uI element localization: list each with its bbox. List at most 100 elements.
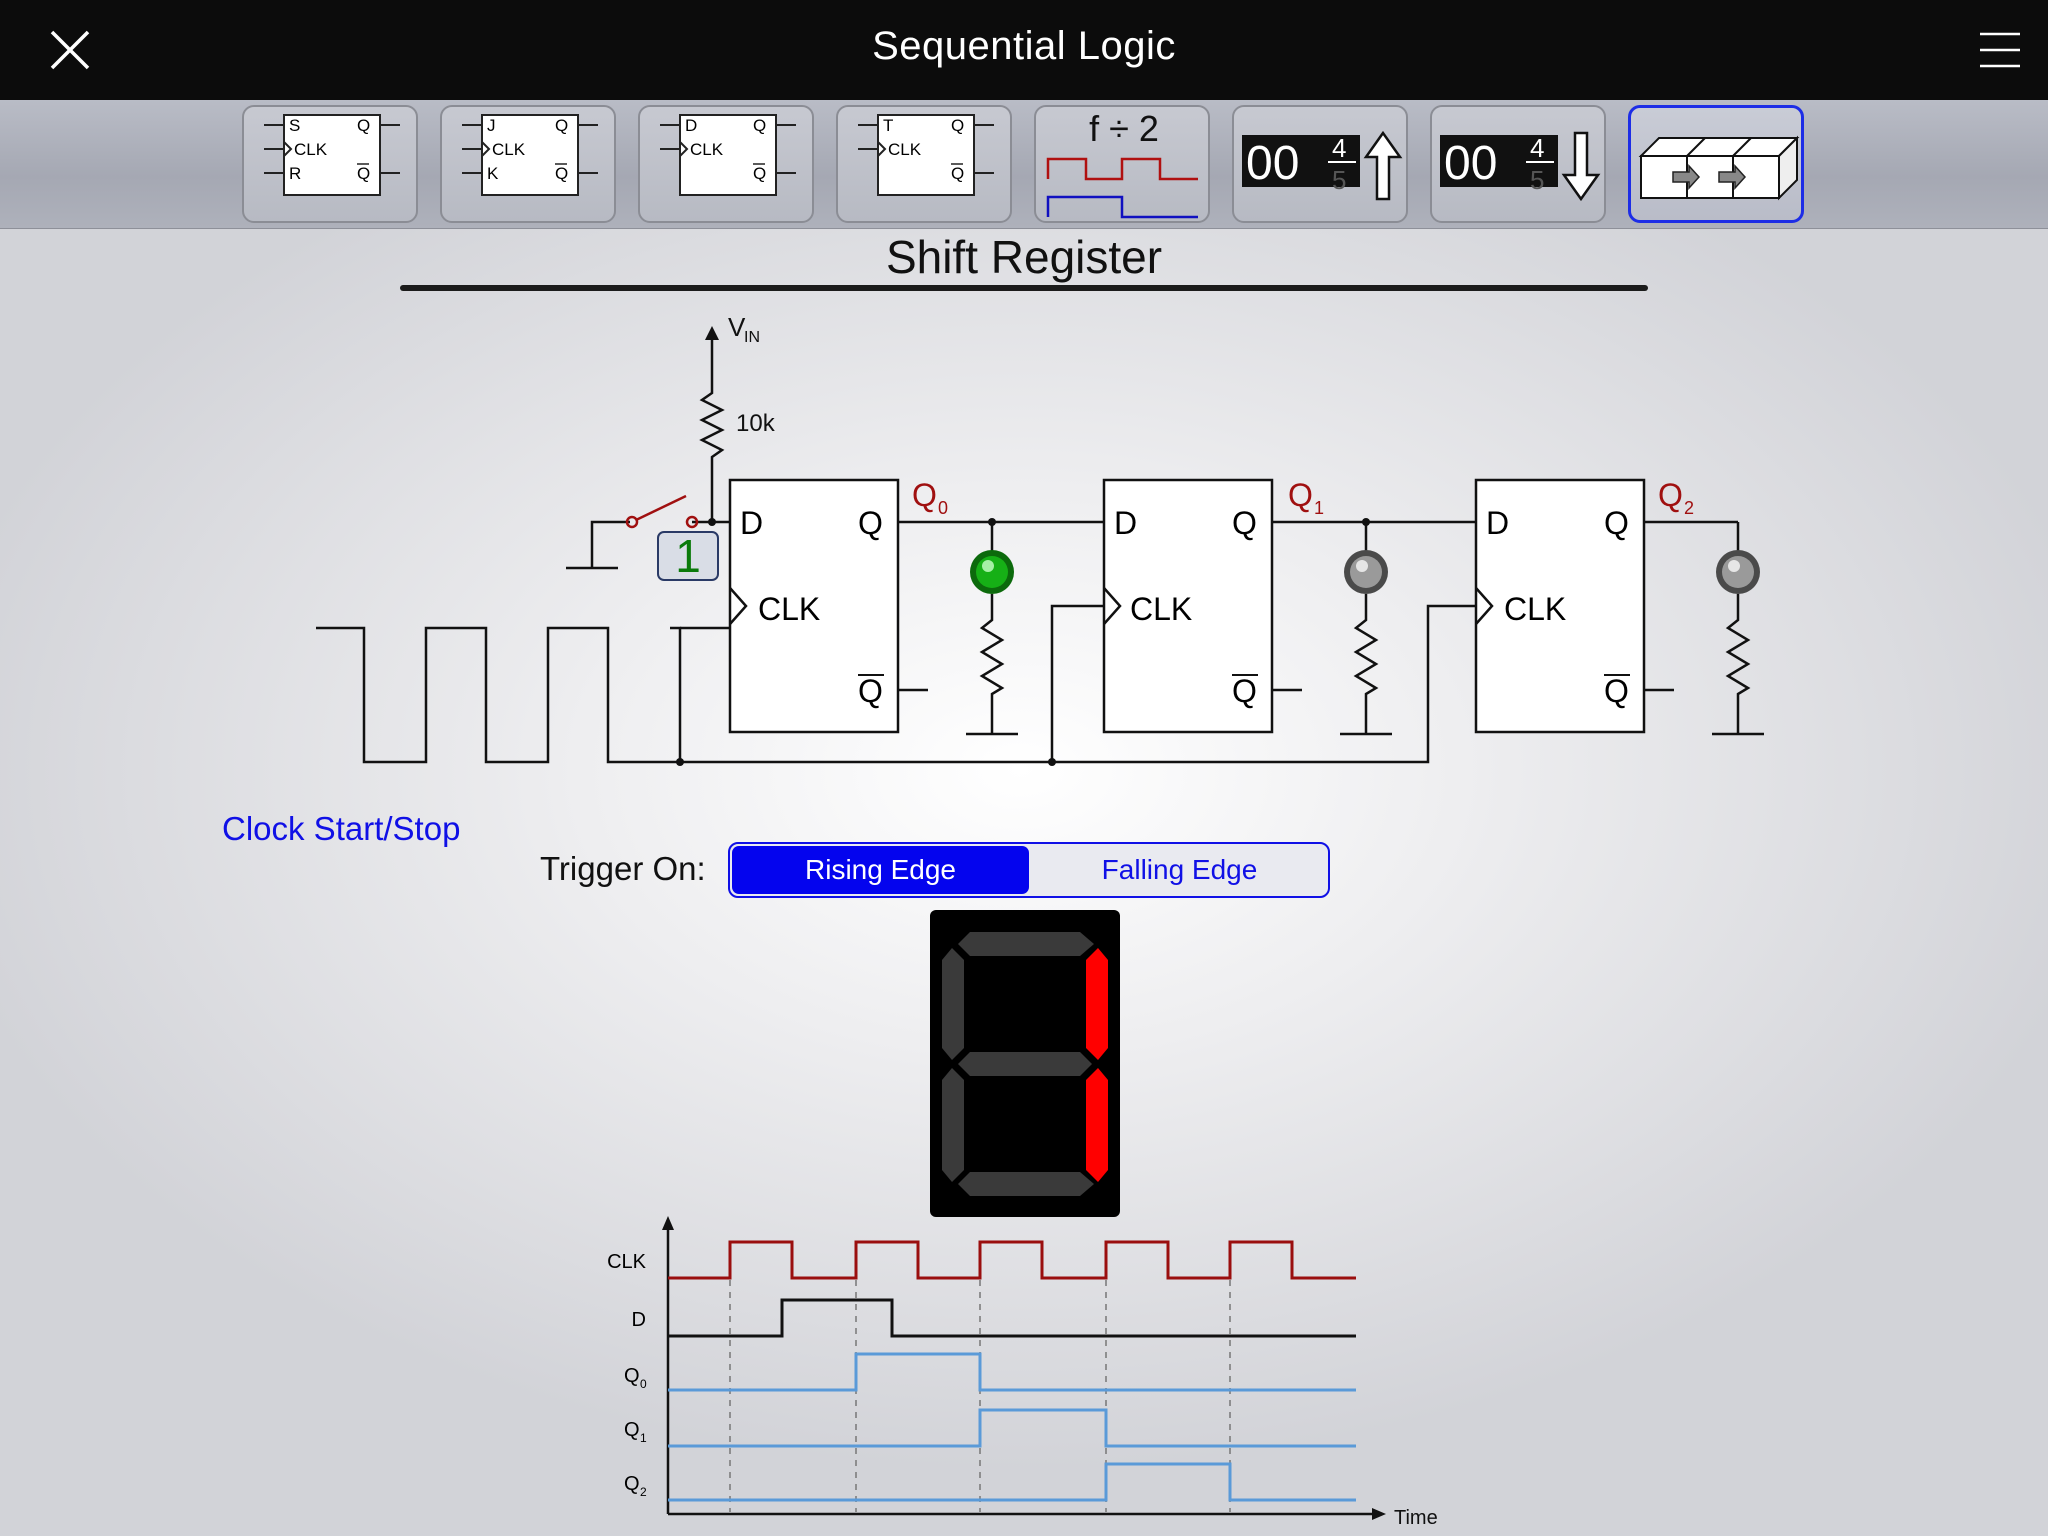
up-counter-digits: 00 [1246, 137, 1299, 190]
input-switch[interactable] [566, 494, 699, 570]
t-qbar-label: Q [951, 164, 964, 183]
trigger-falling-edge[interactable]: Falling Edge [1101, 854, 1258, 885]
jk-qbar-label: Q [555, 164, 568, 183]
app-title: Sequential Logic [872, 24, 1176, 68]
jk-flip-flop-button[interactable]: J CLK K Q Q [440, 105, 616, 223]
segment-g [958, 1052, 1092, 1076]
freq-divider-label: f ÷ 2 [1089, 108, 1159, 149]
segment-e [942, 1068, 964, 1182]
led-q2 [1716, 550, 1760, 594]
sr-clk-label: CLK [294, 140, 328, 159]
q0-output-subscript: 0 [938, 498, 948, 518]
timing-label-q0: Q [624, 1365, 640, 1387]
ff2-d-label: D [1486, 505, 1509, 541]
timing-trace-q1 [668, 1408, 1356, 1448]
q1-output-subscript: 1 [1314, 498, 1324, 518]
ff0-d-label: D [740, 505, 763, 541]
page-heading: Shift Register [885, 231, 1163, 283]
jk-k-label: K [487, 164, 499, 183]
vin-arrow-icon [705, 326, 719, 385]
timing-trace-q0 [668, 1352, 1356, 1392]
pullup-resistor [699, 385, 725, 520]
segment-a [958, 932, 1094, 956]
shift-register-circuit: V IN 10k 1 D Q CLK Q Q 0 [316, 312, 1764, 766]
down-counter-digits: 00 [1444, 137, 1497, 190]
trigger-label: Trigger On: [540, 850, 706, 887]
d-flip-flop-button[interactable]: D CLK Q Q [638, 105, 814, 223]
segment-f [942, 948, 964, 1060]
sr-qbar-label: Q [357, 164, 370, 183]
jk-j-label: J [487, 116, 496, 135]
heading-rule [400, 285, 1648, 291]
ff1-d-label: D [1114, 505, 1137, 541]
timing-trace-q2 [668, 1462, 1356, 1502]
timing-axes [662, 1216, 1386, 1520]
timing-label-q2-sub: 2 [640, 1485, 647, 1499]
t-flip-flop-icon: T CLK Q Q [858, 114, 994, 196]
down-counter-roll-top: 4 [1530, 133, 1544, 163]
sr-flip-flop-icon: S CLK R Q Q [264, 114, 400, 196]
frequency-divider-button[interactable]: f ÷ 2 [1034, 105, 1210, 223]
switch-value-box[interactable] [657, 531, 719, 581]
d-d-label: D [685, 116, 697, 135]
trigger-segmented-control: Rising Edge Falling Edge [728, 842, 1330, 898]
timing-label-d: D [632, 1309, 646, 1331]
trigger-rising-edge[interactable]: Rising Edge [732, 846, 1029, 894]
flip-flop-1: D Q CLK Q [1102, 478, 1302, 734]
t-flip-flop-button[interactable]: T CLK Q Q [836, 105, 1012, 223]
timing-label-clk: CLK [607, 1251, 647, 1273]
q0-output-label: Q [912, 477, 937, 513]
up-counter-icon: 00 4 5 [1242, 130, 1403, 201]
flip-flop-0: D Q CLK Q [728, 478, 928, 734]
sr-r-label: R [289, 164, 301, 183]
shift-register-button[interactable] [1628, 105, 1804, 223]
seven-segment-display [930, 910, 1120, 1217]
ff1-q-label: Q [1232, 505, 1257, 541]
down-counter-button[interactable]: 00 4 5 [1430, 105, 1606, 223]
component-toolbar: S CLK R Q Q J CLK K Q Q [0, 100, 2048, 229]
jk-flip-flop-icon: J CLK K Q Q [462, 114, 598, 196]
up-counter-roll-bottom: 5 [1332, 165, 1346, 195]
ff0-qbar-label: Q [858, 673, 883, 709]
hamburger-menu-icon[interactable] [1980, 30, 2020, 70]
timing-label-q1: Q [624, 1419, 640, 1441]
q2-output-subscript: 2 [1684, 498, 1694, 518]
led-q1 [1344, 550, 1388, 594]
close-x-icon[interactable] [46, 26, 94, 74]
time-axis-label: Time [1394, 1507, 1438, 1529]
down-counter-roll-bottom: 5 [1530, 165, 1544, 195]
up-counter-button[interactable]: 00 4 5 [1232, 105, 1408, 223]
ff2-clk-label: CLK [1504, 591, 1566, 627]
jk-clk-label: CLK [492, 140, 526, 159]
d-flip-flop-icon: D CLK Q Q [660, 114, 796, 196]
top-bar: Sequential Logic [0, 0, 2048, 100]
sr-s-label: S [289, 116, 300, 135]
ff1-clk-label: CLK [1130, 591, 1192, 627]
vin-label: V [728, 312, 746, 342]
edge-guides [729, 1244, 1231, 1512]
jk-q-label: Q [555, 116, 568, 135]
resistor-label: 10k [736, 410, 776, 437]
timing-label-q0-sub: 0 [640, 1377, 647, 1391]
sr-flip-flop-button[interactable]: S CLK R Q Q [242, 105, 418, 223]
q1-output-label: Q [1288, 477, 1313, 513]
clock-start-stop-link[interactable]: Clock Start/Stop [222, 810, 461, 847]
d-q-label: Q [753, 116, 766, 135]
down-counter-icon: 00 4 5 [1440, 131, 1601, 202]
t-clk-label: CLK [888, 140, 922, 159]
timing-label-q1-sub: 1 [640, 1431, 647, 1445]
ff2-qbar-label: Q [1604, 673, 1629, 709]
d-qbar-label: Q [753, 164, 766, 183]
q2-output-label: Q [1658, 477, 1683, 513]
vin-subscript: IN [744, 329, 760, 346]
segment-b [1086, 948, 1108, 1060]
frequency-divider-icon: f ÷ 2 [1046, 108, 1198, 219]
sr-q-label: Q [357, 116, 370, 135]
t-t-label: T [883, 116, 893, 135]
ff0-clk-label: CLK [758, 591, 820, 627]
down-arrow-icon [1561, 131, 1601, 202]
segment-d [958, 1172, 1094, 1196]
switch-value: 1 [675, 530, 701, 582]
timing-trace-d [668, 1298, 1356, 1338]
timing-trace-clk [668, 1240, 1356, 1280]
